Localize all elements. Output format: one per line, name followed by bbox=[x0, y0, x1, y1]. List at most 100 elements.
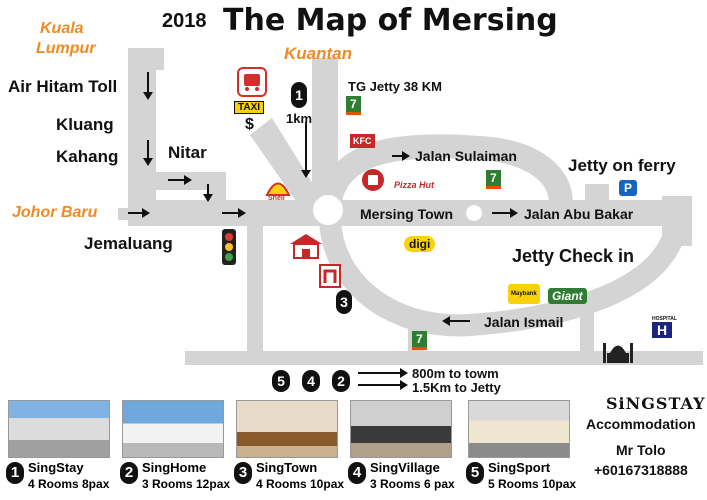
hospital-sign-label: HOSPITAL bbox=[652, 316, 677, 322]
property-rooms: 3 Rooms 12pax bbox=[142, 477, 231, 491]
direction-arrows bbox=[128, 72, 518, 390]
arrow-distance-jetty bbox=[358, 380, 408, 390]
arrow-right-abu-bakar bbox=[492, 208, 518, 218]
arrow-down-air-hitam bbox=[143, 72, 153, 100]
digi-icon: digi bbox=[404, 236, 436, 252]
property-rooms: 4 Rooms 8pax bbox=[28, 477, 110, 491]
marker-3: 3 bbox=[336, 290, 352, 314]
seven-eleven-icon-south: 7 bbox=[412, 331, 427, 350]
map-title: The Map of Mersing bbox=[223, 3, 558, 38]
marker-2: 2 bbox=[332, 370, 350, 392]
contact-name: Mr Tolo bbox=[616, 442, 666, 458]
dollar-icon: $ bbox=[245, 116, 254, 133]
property-number: 4 bbox=[348, 462, 366, 484]
taxi-icon: TAXI bbox=[234, 101, 265, 114]
road-kl-branch bbox=[128, 48, 164, 70]
road-jalan-sulaiman-loop bbox=[318, 134, 573, 211]
arrow-right-sulaiman bbox=[392, 151, 410, 161]
arrow-down-kahang bbox=[143, 140, 153, 166]
road-jalan-ismail-loop bbox=[319, 220, 686, 337]
place-kuala: Kuala bbox=[40, 20, 84, 37]
store-icon bbox=[362, 169, 384, 191]
roundabout-main bbox=[313, 195, 343, 225]
property-photo bbox=[122, 400, 224, 458]
traffic-light-icon bbox=[222, 229, 236, 265]
shell-icon bbox=[265, 182, 291, 196]
place-nitar: Nitar bbox=[168, 143, 207, 162]
property-name: SingTown bbox=[256, 460, 318, 475]
place-kuantan: Kuantan bbox=[284, 44, 352, 63]
arrow-right-main bbox=[222, 208, 246, 218]
property-number: 1 bbox=[6, 462, 24, 484]
place-kahang: Kahang bbox=[56, 147, 119, 166]
property-card: 3 SingTown 4 Rooms 10pax bbox=[234, 400, 348, 491]
brand-logo: SiNGSTAY bbox=[606, 394, 706, 413]
road-network bbox=[118, 48, 703, 365]
temple-icon bbox=[290, 234, 322, 259]
marker-5: 5 bbox=[272, 370, 290, 392]
label-1km: 1km bbox=[286, 111, 313, 126]
place-kluang: Kluang bbox=[56, 115, 114, 134]
property-number: 3 bbox=[234, 462, 252, 484]
place-jetty-check-in: Jetty Check in bbox=[512, 246, 635, 266]
street-jalan-ismail: Jalan Ismail bbox=[484, 314, 564, 330]
marker-4: 4 bbox=[302, 370, 320, 392]
place-lumpur: Lumpur bbox=[36, 40, 96, 57]
street-jalan-abu-bakar: Jalan Abu Bakar bbox=[524, 206, 634, 222]
place-jetty-on-ferry: Jetty on ferry bbox=[568, 156, 676, 175]
arrow-right-johor bbox=[128, 208, 150, 218]
place-air-hitam-toll: Air Hitam Toll bbox=[8, 77, 118, 96]
map-year: 2018 bbox=[162, 10, 207, 32]
distance-to-jetty: 1.5Km to Jetty bbox=[412, 380, 501, 395]
place-jemaluang: Jemaluang bbox=[84, 234, 173, 253]
property-number: 2 bbox=[120, 462, 138, 484]
bus-icon bbox=[237, 67, 267, 97]
contact-phone: +60167318888 bbox=[594, 462, 688, 478]
property-photo bbox=[468, 400, 570, 458]
road-diagonal-nw bbox=[250, 118, 326, 214]
street-jalan-sulaiman: Jalan Sulaiman bbox=[415, 148, 517, 164]
mosque-icon bbox=[603, 343, 633, 363]
arrow-down-nitar bbox=[203, 184, 213, 202]
place-mersing-town: Mersing Town bbox=[360, 206, 454, 222]
road-north-highway bbox=[128, 48, 156, 208]
property-card: 5 SingSport 5 Rooms 10pax bbox=[466, 400, 580, 491]
road-south-connector-west bbox=[247, 222, 263, 352]
road-south bbox=[185, 351, 703, 365]
shell-label: Shell bbox=[268, 195, 285, 202]
pizza-hut-icon: Pizza Hut bbox=[394, 180, 435, 190]
arrow-left-ismail bbox=[442, 316, 470, 326]
seven-eleven-icon-town: 7 bbox=[486, 170, 501, 189]
place-tg-jetty: TG Jetty 38 KM bbox=[348, 79, 442, 94]
property-card: 2 SingHome 3 Rooms 12pax bbox=[120, 400, 234, 491]
property-name: SingStay bbox=[28, 460, 84, 475]
marker-1: 1 bbox=[291, 82, 307, 108]
property-rooms: 4 Rooms 10pax bbox=[256, 477, 345, 491]
property-card: 1 SingStay 4 Rooms 8pax bbox=[6, 400, 120, 491]
road-ferry-stub bbox=[585, 184, 609, 210]
road-nitar-drop bbox=[208, 172, 226, 204]
property-name: SingSport bbox=[488, 460, 551, 475]
property-rooms: 5 Rooms 10pax bbox=[488, 477, 577, 491]
property-name: SingVillage bbox=[370, 460, 440, 475]
property-rooms: 3 Rooms 6 pax bbox=[370, 477, 455, 491]
seven-eleven-icon-north: 7 bbox=[346, 96, 361, 115]
brand-accommodation: Accommodation bbox=[586, 416, 696, 432]
property-photo bbox=[236, 400, 338, 458]
parking-icon: P bbox=[619, 180, 638, 196]
restaurant-icon bbox=[319, 264, 341, 288]
giant-icon: Giant bbox=[548, 288, 587, 304]
distance-to-town: 800m to towm bbox=[412, 366, 499, 381]
place-johor-baru: Johor Baru bbox=[12, 204, 98, 221]
kfc-icon: KFC bbox=[350, 134, 375, 148]
maybank-icon: Maybank bbox=[508, 284, 540, 304]
property-card: 4 SingVillage 3 Rooms 6 pax bbox=[348, 400, 462, 491]
arrow-right-nitar bbox=[168, 175, 192, 185]
arrow-down-1km bbox=[301, 122, 311, 178]
property-photo bbox=[350, 400, 452, 458]
property-name: SingHome bbox=[142, 460, 207, 475]
hospital-icon: H bbox=[652, 322, 673, 338]
arrow-distance-town bbox=[358, 368, 408, 378]
